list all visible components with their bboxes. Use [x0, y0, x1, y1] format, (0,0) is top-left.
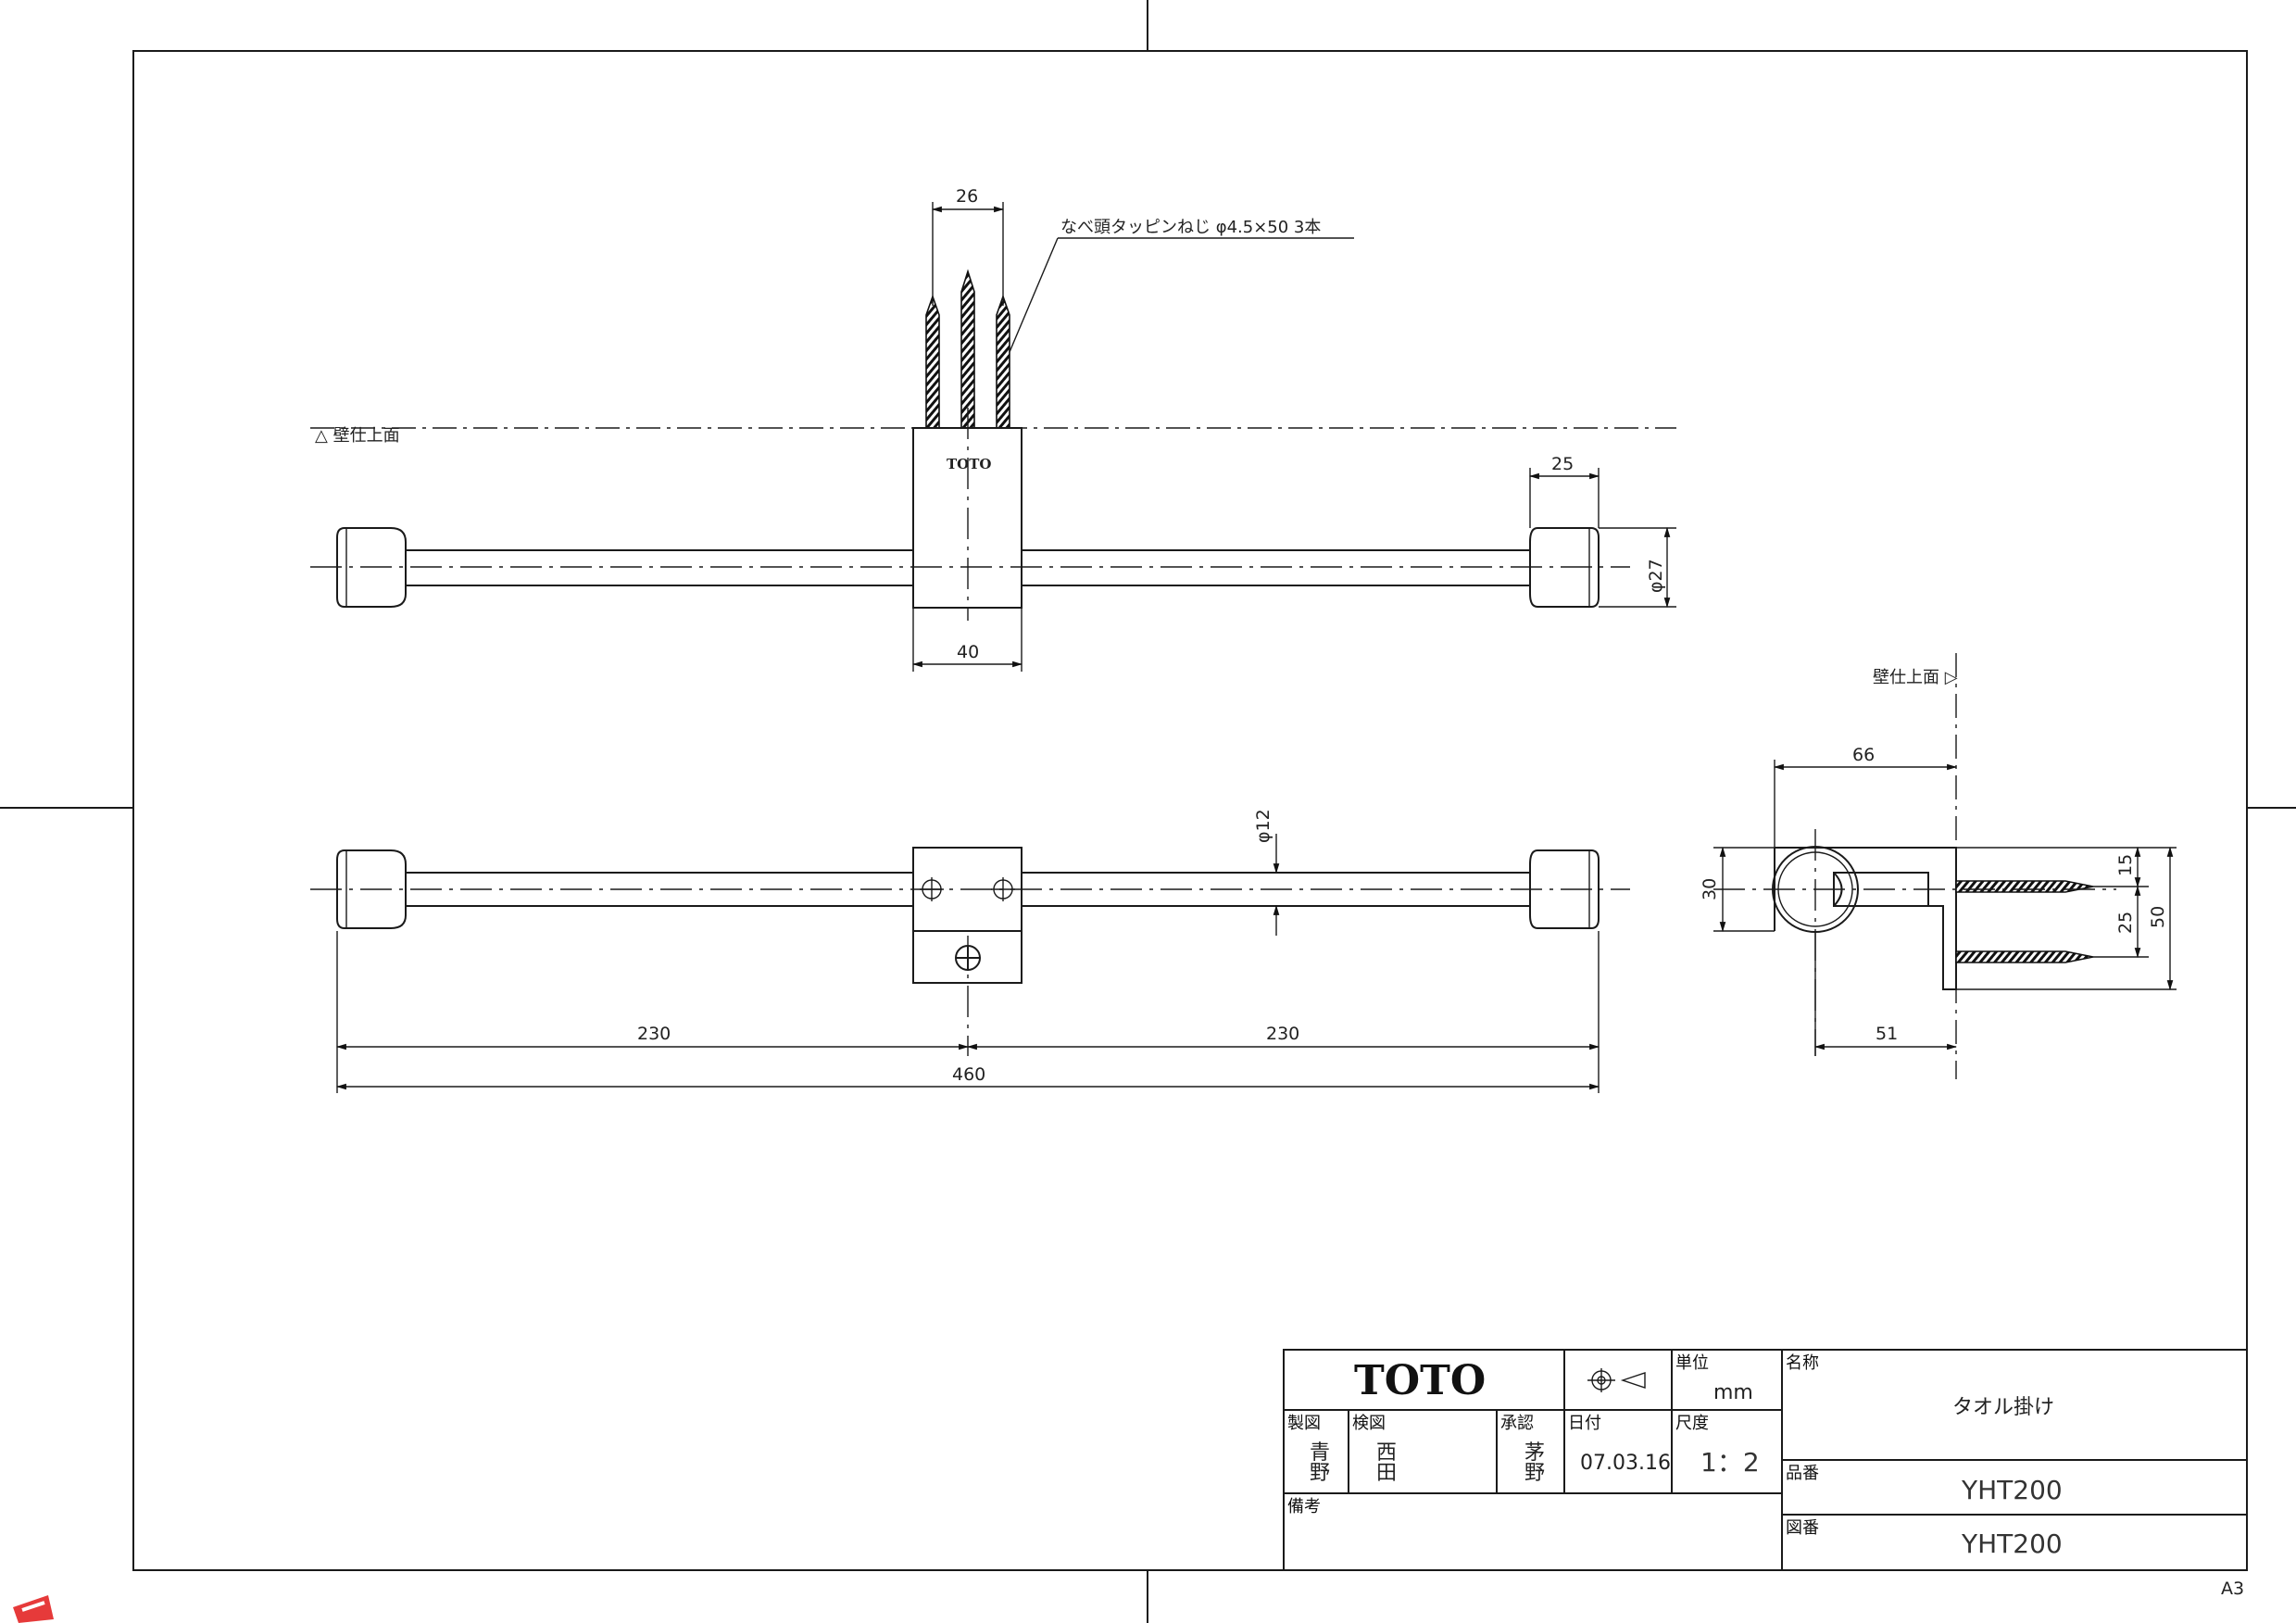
title-block: TOTO 単位 mm 名称 タオル掛け 製図 青 野 検図 西 田 承認 茅 野…	[1283, 1349, 2248, 1571]
name-label: 名称	[1786, 1353, 1819, 1373]
checked-by: 西 田	[1376, 1441, 1403, 1485]
title-block-logo: TOTO	[1354, 1357, 1486, 1404]
wall-reference-front: △ 壁仕上面	[315, 426, 400, 446]
third-angle-projection-icon	[1587, 1368, 1646, 1392]
dim-rod-center: 51	[1876, 1024, 1898, 1044]
drawing-no: YHT200	[1961, 1529, 2063, 1559]
front-view: △ 壁仕上面 TOTO	[310, 186, 1676, 672]
dim-total-height: 50	[2148, 906, 2168, 928]
approved-by: 茅 野	[1524, 1441, 1551, 1485]
drawing-no-label: 図番	[1786, 1518, 1819, 1538]
dim-height: 30	[1700, 878, 1720, 900]
screw-side-icon	[1955, 880, 2094, 963]
drafted-by-1: 青	[1310, 1441, 1330, 1465]
paper-size-label: A3	[2221, 1579, 2244, 1599]
checked-by-2: 田	[1376, 1462, 1397, 1485]
corner-logo-icon	[13, 1595, 54, 1623]
bracket-logo: TOTO	[947, 456, 991, 472]
top-view: φ12 230 230 460	[310, 809, 1630, 1093]
drafted-label: 製図	[1287, 1414, 1321, 1433]
wall-reference-side: 壁仕上面 ▷	[1873, 668, 1958, 687]
scale-label: 尺度	[1675, 1414, 1709, 1433]
unit-label: 単位	[1675, 1353, 1709, 1373]
date-value: 07.03.16	[1580, 1452, 1671, 1475]
dim-overall-length: 460	[952, 1064, 985, 1085]
bracket-top	[912, 847, 1023, 984]
dim-pitch: 25	[2115, 912, 2136, 934]
side-view: 壁仕上面 ▷ 66 30 15 25 50	[1700, 653, 2177, 1079]
drafted-by-2: 野	[1310, 1462, 1330, 1485]
scale-value: 1：2	[1700, 1447, 1760, 1478]
unit-value: mm	[1713, 1381, 1753, 1404]
dim-projection: 66	[1852, 745, 1875, 765]
drafted-by: 青 野	[1310, 1441, 1336, 1485]
approved-by-2: 野	[1524, 1462, 1545, 1485]
dim-rod-diameter: φ12	[1253, 809, 1273, 843]
dim-knob-length: 25	[1551, 454, 1574, 474]
product-no: YHT200	[1961, 1475, 2063, 1505]
dim-bracket-width: 40	[957, 642, 979, 662]
checked-label: 検図	[1352, 1414, 1386, 1433]
screw-icon	[925, 269, 1010, 429]
approved-by-1: 茅	[1524, 1441, 1545, 1465]
screw-note: なべ頭タッピンねじ φ4.5×50 3本	[1060, 218, 1321, 237]
product-no-label: 品番	[1786, 1464, 1819, 1483]
dim-knob-diameter: φ27	[1646, 559, 1666, 593]
checked-by-1: 西	[1376, 1441, 1397, 1465]
end-knob-left-top	[336, 849, 407, 929]
dim-half-left: 230	[637, 1024, 671, 1044]
dim-pitch-top: 15	[2115, 854, 2136, 876]
remarks-label: 備考	[1287, 1497, 1321, 1516]
name-value: タオル掛け	[1952, 1396, 2054, 1419]
dim-screw-pitch: 26	[956, 186, 978, 207]
approved-label: 承認	[1500, 1414, 1534, 1433]
dim-half-right: 230	[1266, 1024, 1299, 1044]
bracket-profile	[1775, 847, 1957, 990]
end-knob-left	[336, 527, 407, 608]
date-label: 日付	[1568, 1414, 1601, 1433]
